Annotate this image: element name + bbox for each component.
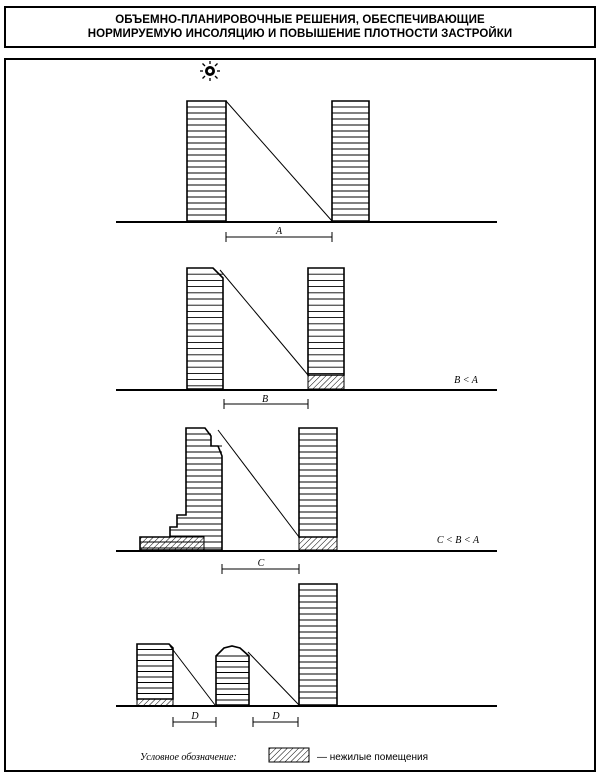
nonresidential-block	[298, 536, 338, 551]
dimension-label-d-2: D	[271, 711, 280, 722]
title-line-2: НОРМИРУЕМУЮ ИНСОЛЯЦИЮ И ПОВЫШЕНИЕ ПЛОТНО…	[87, 28, 513, 40]
building-tall-right	[298, 583, 338, 706]
nonresidential-block	[136, 698, 174, 707]
building-left	[186, 100, 227, 222]
diagram-frame	[4, 58, 596, 772]
dimension-d-2	[252, 717, 299, 727]
sun-icon	[200, 61, 220, 81]
nonresidential-block	[139, 536, 205, 551]
shadow-ray	[219, 269, 309, 376]
dimension-c	[221, 564, 300, 574]
building-low-middle	[215, 645, 250, 706]
building-left	[186, 267, 224, 390]
dimension-label-d-1: D	[190, 711, 199, 722]
building-low-left	[136, 643, 174, 700]
title-box: ОБЪЕМНО-ПЛАНИРОВОЧНЫЕ РЕШЕНИЯ, ОБЕСПЕЧИВ…	[4, 6, 596, 48]
building-right	[307, 267, 345, 376]
building-left-stepped	[139, 427, 223, 551]
dimension-label-c: C	[258, 558, 265, 569]
nonresidential-block	[307, 374, 345, 390]
panel-4: D D	[116, 583, 497, 727]
building-right	[331, 100, 370, 222]
dimension-a	[225, 232, 333, 242]
shadow-ray	[247, 651, 300, 706]
shadow-ray	[169, 645, 216, 706]
title-line-1: ОБЪЕМНО-ПЛАНИРОВОЧНЫЕ РЕШЕНИЯ, ОБЕСПЕЧИВ…	[115, 14, 485, 26]
panel-3: C C < B < A	[116, 427, 497, 574]
legend-item-label: — нежилые помещения	[317, 752, 428, 763]
shadow-ray	[217, 429, 300, 538]
dimension-label-b: B	[262, 394, 268, 405]
legend-caption: Условное обозначение:	[140, 752, 237, 763]
dimension-label-a: A	[275, 226, 283, 237]
dimension-b	[223, 399, 309, 409]
legend: Условное обозначение: — нежилые помещени…	[140, 747, 428, 763]
panel-1: A	[116, 100, 497, 242]
panel-2: B B < A	[116, 267, 497, 409]
legend-swatch-hatch	[268, 747, 310, 763]
shadow-ray	[225, 100, 333, 222]
dimension-d-1	[172, 717, 217, 727]
relation-label-b: B < A	[454, 375, 479, 386]
relation-label-c: C < B < A	[437, 535, 480, 546]
building-right	[298, 427, 338, 538]
